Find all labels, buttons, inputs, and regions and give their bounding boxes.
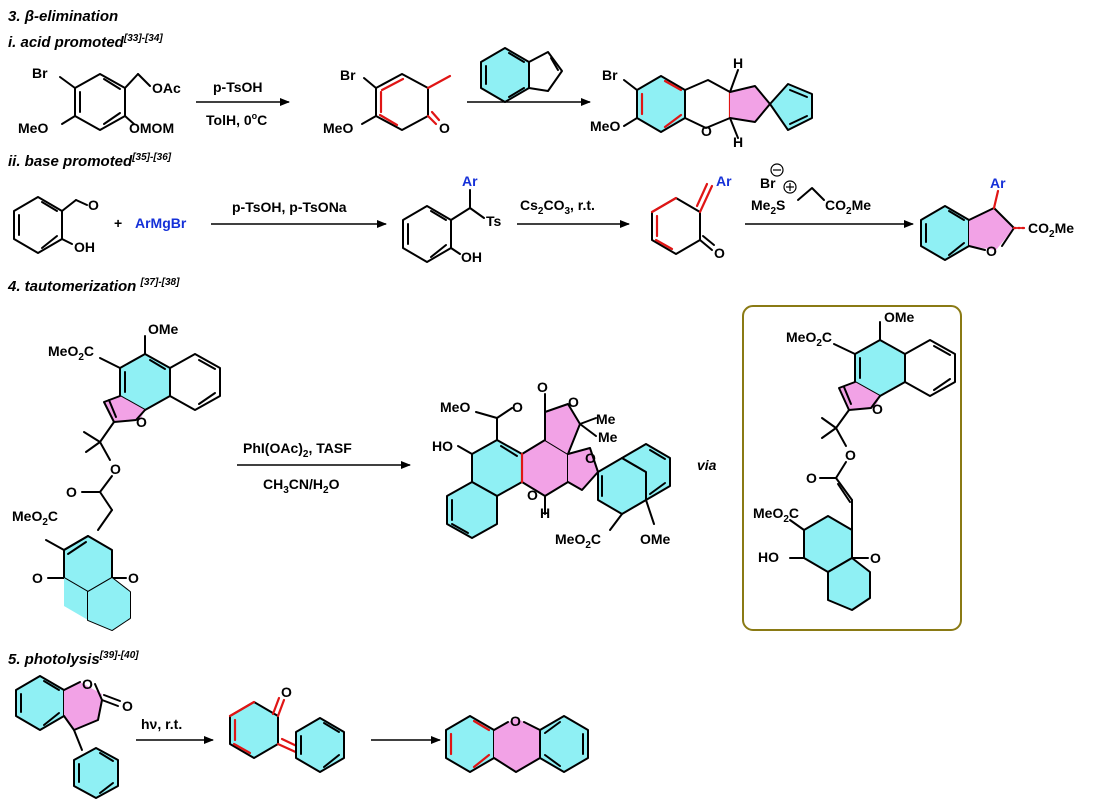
tauto-sm-o-right: O [128,570,139,586]
box-o-ketone: O [870,550,881,566]
tauto-prod-o-furan: O [585,450,596,466]
box-o-ester: O [845,447,856,463]
base-condition-1: p-TsOH, p-TsONa [232,199,347,215]
tauto-prod-o-pyran: O [527,487,538,503]
box-meo2c: MeO2C [753,505,799,525]
plus-sign: + [114,215,122,231]
acid-starting-material: Br OAc MeO OMOM [18,65,181,136]
photo-sm-o-ring: O [82,676,93,692]
acid-prod-meo-label: MeO [590,118,620,134]
tauto-prod-meo: MeO [440,399,470,415]
tauto-starting-material: OMe MeO2C O O O MeO2C O O [12,321,221,631]
int2-o-label: O [714,245,725,261]
photo-int-o: O [281,684,292,700]
tauto-prod-o-lactone-ring: O [568,394,579,410]
base-quinone-methide: Ar O [650,173,732,261]
xanthene-product: O [445,713,589,773]
box-meo2c-top: MeO2C [786,329,832,349]
box-ho: HO [758,549,779,565]
tauto-sm-o-left: O [32,570,43,586]
acid-condition-bottom: TolH, 0oC [206,111,267,128]
box-ome: OMe [884,309,915,325]
indene-reagent [480,47,563,103]
base-condition-2: Cs2CO3, r.t. [520,197,595,217]
acid-prod-br-label: Br [602,67,618,83]
acid-prod-h1-label: H [733,55,743,71]
photolysis-condition: hν, r.t. [141,716,182,732]
dihydrobenzofuran-product: Ar CO2Me O [920,175,1074,261]
salicylaldehyde: O OH [13,196,99,255]
base-intermediate-sulfone: Ar Ts OH [402,173,502,265]
acid-int-meo-label: MeO [323,120,353,136]
section-3i-heading: i. acid promoted[33]-[34] [8,33,163,51]
tauto-prod-ome: OMe [640,531,671,547]
tauto-prod-h: H [540,505,550,521]
section-5-heading: 5. photolysis[39]-[40] [8,650,139,668]
tauto-sm-ome: OMe [148,321,179,337]
tauto-sm-meo2c-top: MeO2C [48,343,94,363]
section-3-heading: 3. β-elimination [8,8,118,25]
tauto-prod-o-lactone-top: O [537,379,548,395]
tauto-sm-o-ester: O [110,461,121,477]
boxed-intermediate: OMe MeO2C O O O MeO2C HO O [753,309,956,611]
photo-sm-o-carbonyl: O [122,698,133,714]
acid-sm-br-label: Br [32,65,48,81]
acid-int-br-label: Br [340,67,356,83]
via-label: via [697,457,717,473]
section-4-heading: 4. tautomerization [37]-[38] [7,277,180,295]
ylide-ester-label: CO2Me [825,197,871,217]
int1-oh-label: OH [461,249,482,265]
tauto-condition-top: PhI(OAc)2, TASF [243,440,352,460]
sal-o-label: O [88,197,99,213]
tauto-sm-o-carbonyl: O [66,484,77,500]
sulfonium-ylide-reagent: Br Me2S CO2Me [751,163,871,217]
section-3ii-heading: ii. base promoted[35]-[36] [8,152,172,170]
tauto-prod-ho: HO [432,438,453,454]
acid-prod-h2-label: H [733,134,743,150]
acid-condition-top: p-TsOH [213,79,263,95]
tauto-condition-bottom: CH3CN/H2O [263,476,340,496]
photolysis-starting-material: O O [15,675,133,799]
tauto-prod-me1: Me [596,411,616,427]
box-o-furan: O [872,401,883,417]
acid-quinone-methide: Br MeO O [323,67,452,136]
tauto-sm-o-furan: O [136,414,147,430]
int2-ar-label: Ar [716,173,732,189]
photolysis-intermediate: O [228,684,345,773]
acid-prod-o-label: O [701,123,712,139]
acid-sm-meo-label: MeO [18,120,48,136]
tauto-prod-me2: Me [598,429,618,445]
acid-sm-oac-label: OAc [152,80,181,96]
photo-prod-o: O [510,713,521,729]
ylide-me2s-label: Me2S [751,197,785,217]
intermediate-box [742,305,962,631]
acid-product: Br MeO O H H [590,55,813,150]
ylide-br-label: Br [760,175,776,191]
int1-ar-label: Ar [462,173,478,189]
prod-ester-label: CO2Me [1028,220,1074,240]
prod-o-label: O [986,243,997,259]
acid-int-o-label: O [439,120,450,136]
tauto-product: MeO O O O Me Me HO O O H MeO2C OMe [432,379,671,551]
sal-oh-label: OH [74,239,95,255]
int1-ts-label: Ts [486,213,502,229]
acid-sm-omom-label: OMOM [129,120,174,136]
prod-ar-label: Ar [990,175,1006,191]
grignard-reagent: ArMgBr [135,215,187,231]
tauto-prod-meo2c: MeO2C [555,531,601,551]
box-o-carbonyl: O [806,470,817,486]
tauto-sm-meo2c-bottom: MeO2C [12,508,58,528]
tauto-prod-o-carbonyl: O [512,399,523,415]
